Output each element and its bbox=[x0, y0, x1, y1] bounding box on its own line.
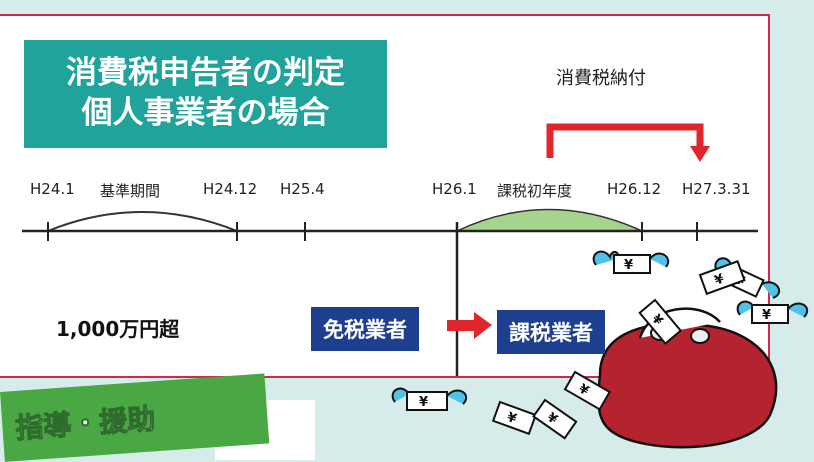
label-h26-1: H26.1 bbox=[432, 180, 477, 198]
payment-arrow bbox=[546, 123, 710, 162]
title-line-1: 消費税申告者の判定 bbox=[66, 55, 345, 91]
flying-yen-bill-icon: ¥ ¥ ¥ ¥ ¥ ¥ ¥ bbox=[391, 250, 809, 440]
svg-text:¥: ¥ bbox=[762, 308, 771, 323]
title-line-2: 個人事業者の場合 bbox=[81, 95, 330, 131]
status-change-arrow bbox=[447, 312, 492, 339]
taxable-year-arc bbox=[456, 208, 643, 232]
svg-text:¥: ¥ bbox=[419, 395, 428, 410]
purse-icon bbox=[597, 307, 778, 449]
label-h25-4: H25.4 bbox=[280, 180, 325, 198]
label-h26-12: H26.12 bbox=[607, 180, 662, 198]
title-box: 消費税申告者の判定 個人事業者の場合 bbox=[24, 40, 387, 148]
taxable-business-badge: 課税業者 bbox=[497, 310, 605, 354]
label-h27-3-31: H27.3.31 bbox=[682, 180, 751, 198]
amount-threshold-label: 1,000万円超 bbox=[56, 317, 180, 341]
label-base-period: 基準期間 bbox=[100, 182, 161, 200]
label-first-taxable-year: 課税初年度 bbox=[497, 182, 573, 200]
exempt-business-badge: 免税業者 bbox=[311, 307, 419, 351]
svg-text:¥: ¥ bbox=[624, 258, 633, 273]
tax-payment-label: 消費税納付 bbox=[556, 68, 646, 89]
label-h24-1: H24.1 bbox=[30, 180, 75, 198]
timeline-ticks bbox=[47, 222, 698, 241]
label-h24-12: H24.12 bbox=[203, 180, 258, 198]
base-period-arc bbox=[47, 211, 238, 232]
